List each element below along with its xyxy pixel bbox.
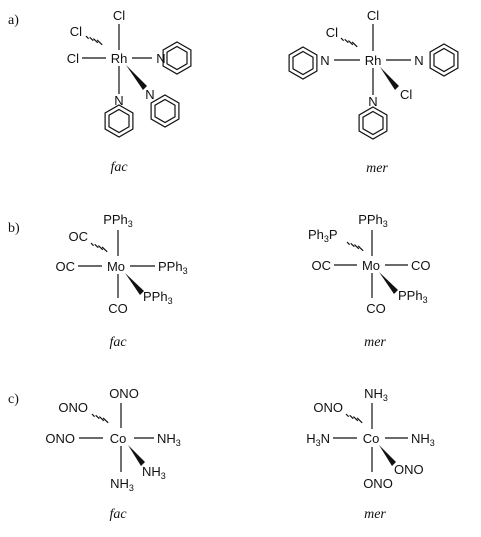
row-label-c: c) xyxy=(8,392,19,407)
structure-c-mer: NH3 ONO H3N Co NH3 ONO ONO mer xyxy=(306,386,435,522)
ligand-right: CO xyxy=(411,258,431,273)
ligand-up-left: Cl xyxy=(326,25,338,40)
ligand-top: NH3 xyxy=(364,386,388,403)
metal-center: Rh xyxy=(111,51,128,66)
metal-center: Rh xyxy=(365,53,382,68)
ligand-left: Cl xyxy=(67,51,79,66)
row-label-b: b) xyxy=(8,221,20,236)
ligand-down: N xyxy=(368,94,377,109)
ligand-down-right: Cl xyxy=(400,87,412,102)
pyridine-ring-right xyxy=(429,43,459,77)
ligand-up-left: ONO xyxy=(313,400,343,415)
ligand-left: N xyxy=(320,53,329,68)
ligand-right: NH3 xyxy=(411,431,435,448)
structure-a-fac: Cl Cl Cl Rh N N N fac xyxy=(67,8,192,175)
ligand-down-right: ONO xyxy=(394,462,424,477)
ligand-down-right: PPh3 xyxy=(143,289,173,306)
pyridine-ring-down xyxy=(358,106,388,140)
ligand-right: N xyxy=(414,53,423,68)
ligand-down: N xyxy=(114,93,123,108)
structure-b-fac: PPh3 OC OC Mo PPh3 CO PPh3 fac xyxy=(56,212,188,350)
pyridine-ring-down-right xyxy=(150,94,180,128)
caption-fac: fac xyxy=(110,160,128,175)
ligand-down: ONO xyxy=(363,476,393,491)
metal-center: Co xyxy=(363,431,380,446)
metal-center: Co xyxy=(110,431,127,446)
ligand-down: NH3 xyxy=(110,476,134,493)
caption-mer: mer xyxy=(364,507,386,522)
ligand-top: PPh3 xyxy=(358,212,388,229)
ligand-up-left: Cl xyxy=(70,24,82,39)
metal-center: Mo xyxy=(362,258,380,273)
caption-mer: mer xyxy=(366,161,388,176)
ligand-right: NH3 xyxy=(157,431,181,448)
metal-center: Mo xyxy=(107,259,125,274)
ligand-top: ONO xyxy=(109,386,139,401)
ligand-down: CO xyxy=(366,301,386,316)
ligand-top: Cl xyxy=(367,8,379,23)
caption-fac: fac xyxy=(109,507,127,522)
ligand-top: Cl xyxy=(113,8,125,23)
ligand-up-left: OC xyxy=(69,229,89,244)
row-label-a: a) xyxy=(8,13,19,28)
structure-b-mer: PPh3 Ph3P OC Mo CO CO PPh3 mer xyxy=(308,212,431,350)
ligand-down-right: N xyxy=(145,87,154,102)
pyridine-ring-right xyxy=(162,41,192,75)
ligand-left: H3N xyxy=(306,431,330,448)
ligand-top: PPh3 xyxy=(103,212,133,229)
structure-a-mer: Cl Cl N Rh N N Cl mer xyxy=(288,8,459,176)
ligand-left: OC xyxy=(312,258,332,273)
caption-fac: fac xyxy=(109,335,127,350)
ligand-down-right: PPh3 xyxy=(398,288,428,305)
ligand-up-left: ONO xyxy=(58,400,88,415)
ligand-right: PPh3 xyxy=(158,259,188,276)
pyridine-ring-left xyxy=(288,46,318,80)
caption-mer: mer xyxy=(364,335,386,350)
ligand-left: OC xyxy=(56,259,76,274)
structure-c-fac: ONO ONO ONO Co NH3 NH3 NH3 fac xyxy=(45,386,180,522)
ligand-down: CO xyxy=(108,301,128,316)
ligand-down-right: NH3 xyxy=(142,464,166,481)
pyridine-ring-down xyxy=(104,104,134,138)
ligand-left: ONO xyxy=(45,431,75,446)
ligand-right: N xyxy=(156,51,165,66)
ligand-up-left: Ph3P xyxy=(308,227,338,244)
